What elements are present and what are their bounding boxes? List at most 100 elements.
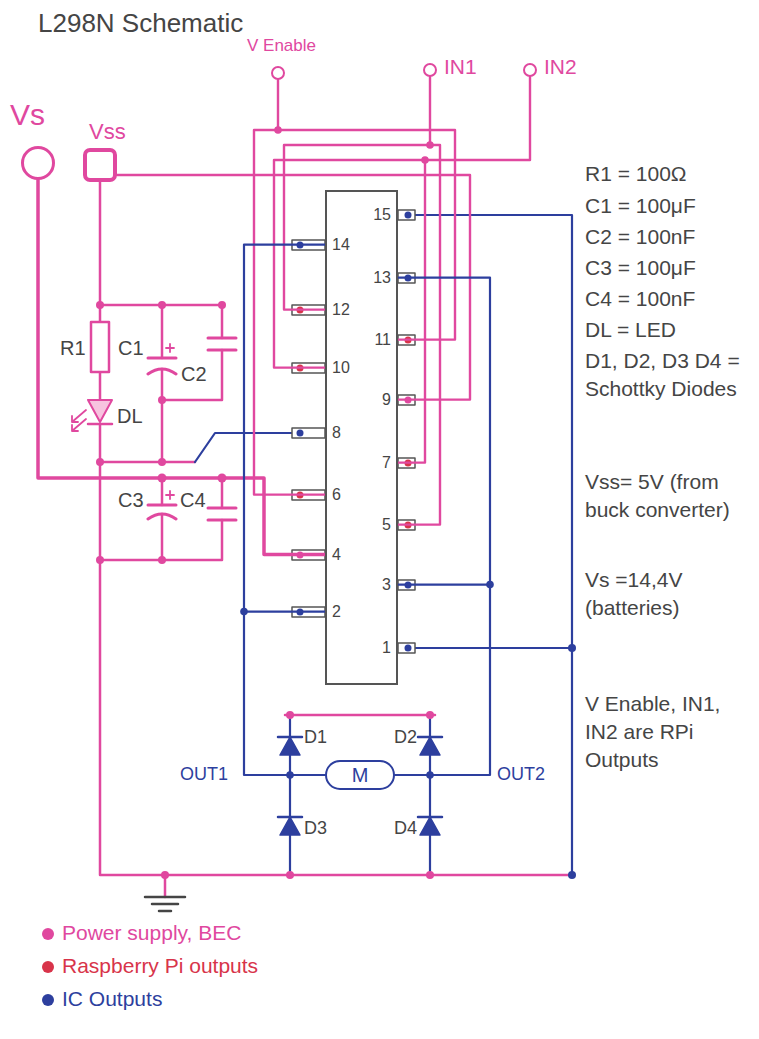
pin-number: 8	[332, 423, 341, 442]
terminal-block: Vss	[83, 148, 117, 182]
pin-dot	[405, 212, 412, 219]
note-text: Vs =14,4V (batteries)	[585, 566, 750, 622]
wiring	[72, 182, 572, 911]
pin-dot	[297, 430, 304, 437]
junction-dot	[286, 711, 294, 719]
junction-dot	[96, 301, 104, 309]
part-label: C4	[180, 488, 206, 512]
wire-path	[254, 80, 325, 495]
junction-dot	[240, 608, 248, 616]
part-label: C1	[118, 336, 144, 360]
junction-dot	[158, 396, 166, 404]
junction-dot	[286, 771, 294, 779]
terminal-label: IN2	[544, 54, 577, 79]
wire-path	[244, 612, 325, 775]
junction-dot	[286, 871, 294, 879]
led-light-arrows	[72, 410, 86, 431]
part-label: OUT2	[497, 764, 545, 786]
pin-number: 9	[382, 390, 391, 409]
junction-dot	[274, 126, 282, 134]
part-label: R1	[60, 336, 86, 360]
supply-wire	[100, 182, 572, 897]
wire-connector	[117, 175, 470, 400]
diode-bar	[278, 737, 442, 817]
led-bar	[88, 423, 112, 426]
capacitor-plates	[148, 338, 236, 520]
diode-symbol	[420, 817, 440, 835]
terminal-label: IN1	[444, 54, 477, 79]
diode-symbol	[280, 737, 300, 755]
pin-number: 1	[382, 638, 391, 657]
terminal-circle: IN2	[523, 63, 537, 77]
pin-number: 11	[374, 330, 391, 349]
part-label: OUT1	[180, 764, 228, 786]
part-label: C3	[118, 488, 144, 512]
ic-chip: 151413121110987654321	[325, 190, 398, 685]
pin-number: 12	[332, 300, 350, 319]
junction-dot	[218, 474, 227, 483]
pin-number: 4	[332, 545, 341, 564]
pin-number: 5	[382, 515, 391, 534]
diode-symbol	[280, 817, 300, 835]
pin-dot	[405, 645, 412, 652]
junction-dot	[158, 458, 166, 466]
pin-number: 3	[382, 575, 391, 594]
note-text: R1 = 100Ω	[585, 160, 750, 188]
pin-number: 15	[373, 205, 391, 224]
part-label: C2	[181, 362, 207, 386]
part-label: D2	[394, 727, 417, 749]
wire-path	[398, 278, 490, 585]
junction-dot	[568, 644, 576, 652]
motor-symbol: M	[325, 760, 395, 790]
wire-path	[274, 77, 530, 368]
note-text: C1 = 100μF	[585, 192, 750, 220]
wire-connector	[240, 245, 325, 779]
wire-path	[398, 145, 440, 525]
part-label: DL	[117, 404, 143, 428]
legend-text: Raspberry Pi outputs	[62, 953, 258, 978]
junction-dot	[96, 458, 104, 466]
note-text: Vss= 5V (from buck converter)	[585, 468, 750, 524]
wire-connector	[395, 278, 494, 779]
note-text: C2 = 100nF	[585, 223, 750, 251]
junction-dot	[158, 301, 166, 309]
wire-connector	[274, 77, 530, 463]
junction-dot	[421, 156, 429, 164]
wire-path	[244, 245, 325, 612]
note-text: V Enable, IN1, IN2 are RPi Outputs	[585, 690, 750, 774]
wire-path	[38, 180, 325, 555]
diode-symbol	[420, 737, 440, 755]
legend-swatch	[42, 928, 54, 940]
terminal-circle: IN1	[423, 63, 437, 77]
led-symbol	[88, 400, 112, 422]
junction-dot	[426, 141, 434, 149]
polarity-mark	[166, 344, 174, 499]
junction-dot	[426, 771, 434, 779]
terminal-label: Vs	[10, 97, 45, 133]
resistor-symbol	[91, 322, 109, 372]
legend-text: Power supply, BEC	[62, 920, 241, 945]
junction-dot	[158, 474, 167, 483]
part-label: D3	[304, 818, 327, 840]
junction-dot	[161, 871, 169, 879]
wire-path	[117, 175, 470, 400]
junction-dot	[568, 871, 576, 879]
junction-dot	[158, 556, 166, 564]
junction-dot	[486, 581, 494, 589]
legend-text: IC Outputs	[62, 986, 162, 1011]
pin-number: 14	[332, 235, 350, 254]
part-label: D4	[394, 818, 417, 840]
junction-dot	[426, 711, 434, 719]
terminal-circle: Vs	[21, 146, 55, 180]
wire-path	[395, 585, 490, 775]
pin-number: 6	[332, 485, 341, 504]
wire-connector	[38, 180, 325, 555]
ground-symbol	[145, 897, 185, 911]
terminal-label: Vss	[89, 119, 126, 145]
junction-dot	[426, 871, 434, 879]
legend-swatch	[42, 994, 54, 1006]
junction-dot	[96, 556, 104, 564]
pin-number: 2	[332, 602, 341, 621]
title-text: L298N Schematic	[38, 8, 243, 39]
